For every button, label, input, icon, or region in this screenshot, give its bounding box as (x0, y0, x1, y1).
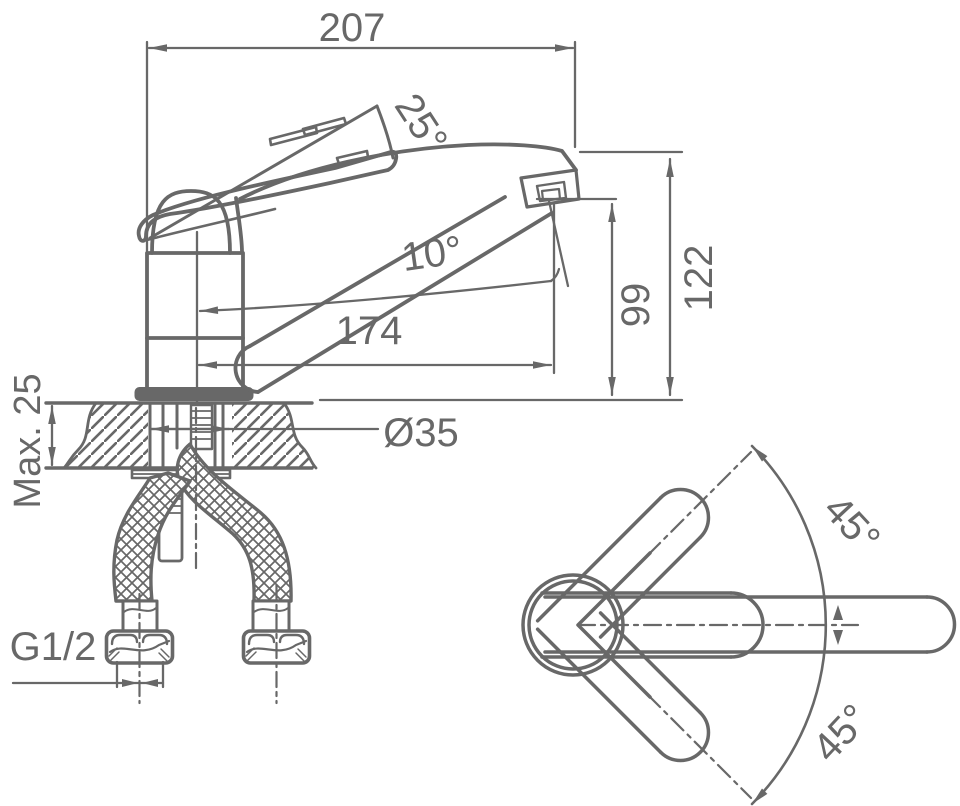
aerator-axis-line (547, 199, 570, 288)
supply-hoses (104, 442, 312, 665)
side-view (11, 40, 684, 705)
handle-top-view-upper (535, 487, 711, 639)
top-view (521, 444, 957, 806)
body-top-outline (521, 573, 625, 677)
handle-raised-line (148, 104, 379, 240)
swivel-angle-lower-label: 45° (805, 696, 878, 770)
max-thickness-label: Max. 25 (7, 373, 49, 508)
thread-size-label: G1/2 (10, 625, 97, 669)
overall-height-label: 122 (677, 245, 721, 312)
dim-line-10deg (198, 279, 553, 315)
break-line-right (282, 401, 318, 470)
handle-raised-lip-1 (268, 125, 319, 147)
base-flange (134, 387, 254, 401)
spout-tail (233, 344, 260, 394)
faucet-handle (136, 104, 399, 243)
spout-top-view (543, 595, 957, 654)
aerator (519, 168, 581, 209)
top-view-centerlines (576, 450, 860, 800)
handle-angle-label: 25° (386, 86, 456, 161)
spout-angle-label: 10° (399, 228, 465, 280)
handle-lever (136, 149, 399, 243)
overall-width-label: 207 (319, 6, 386, 50)
swivel-angle-upper-label: 45° (815, 487, 888, 561)
handle-raised-lip-2 (301, 116, 348, 137)
outlet-height-label: 99 (614, 283, 658, 328)
spout-reach-label: 174 (336, 309, 403, 353)
break-line-left (62, 401, 98, 470)
swivel-arc (750, 444, 843, 806)
dimension-lines (11, 44, 674, 689)
cartridge-dome (150, 189, 232, 255)
hose-ferrule-right (251, 599, 291, 633)
centerlines (138, 406, 278, 705)
faucet-body (134, 189, 254, 401)
hole-diameter-label: Ø35 (383, 411, 459, 455)
handle-top-view-lower (535, 611, 711, 763)
